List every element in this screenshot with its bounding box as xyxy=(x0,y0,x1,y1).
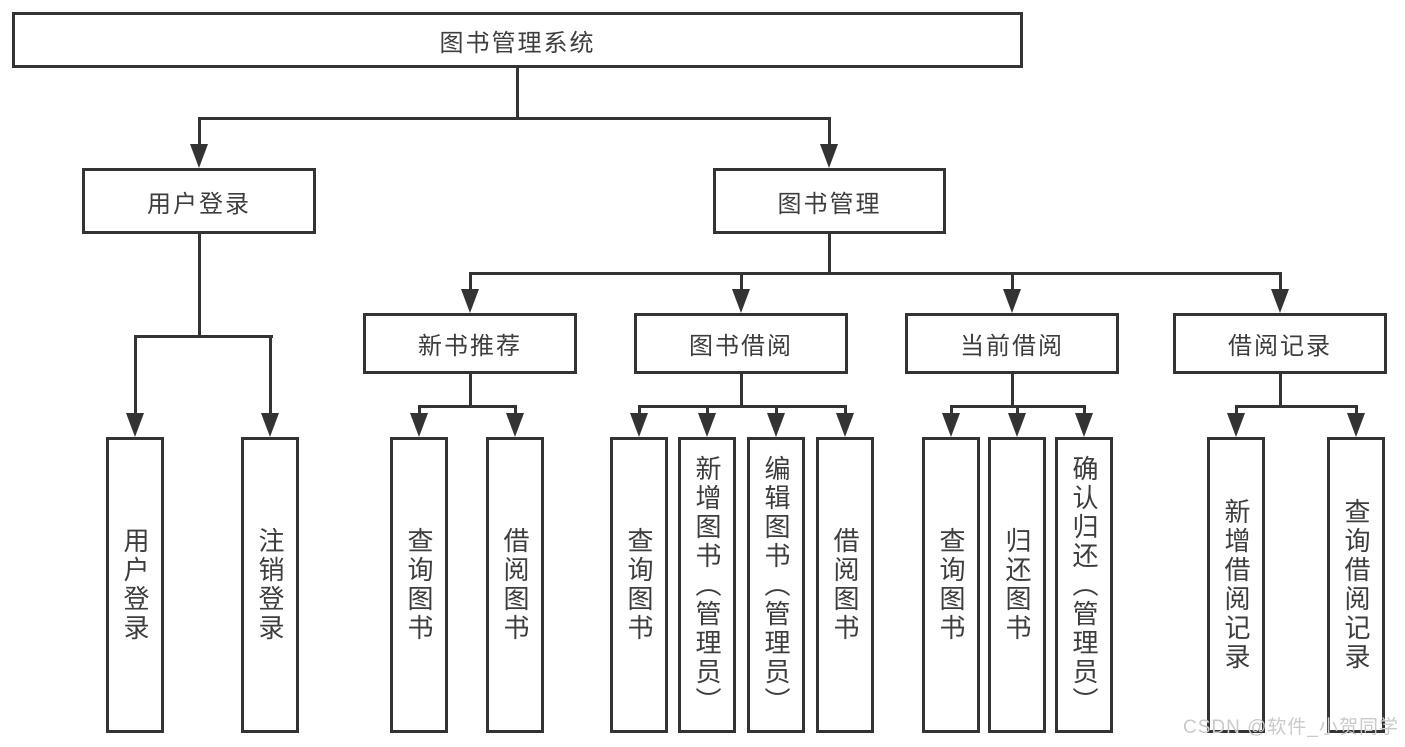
node-book-borrow: 图书借阅 xyxy=(634,313,848,374)
leaf-edit-books-admin: 编辑图书（管理员） xyxy=(747,437,805,733)
connector-stem-current-borrow xyxy=(1011,272,1014,292)
arrow-down-icon xyxy=(732,289,750,313)
connector-stem-leaf xyxy=(950,405,953,417)
arrow-down-icon xyxy=(1075,413,1093,437)
connector-level3-splitter xyxy=(469,272,1282,275)
connector-root-vline xyxy=(516,68,519,117)
connector-stem-borrow-records xyxy=(1279,272,1282,292)
node-borrow-records: 借阅记录 xyxy=(1173,313,1387,374)
connector-stem-leaf xyxy=(844,405,847,417)
arrow-down-icon xyxy=(820,144,838,168)
csdn-watermark: CSDN @软件_小贺同学 xyxy=(1183,717,1399,738)
leaf-query-borrow-record-label: 查询借阅记录 xyxy=(1341,498,1371,672)
node-root: 图书管理系统 xyxy=(12,12,1023,68)
leaf-query-borrow-record: 查询借阅记录 xyxy=(1327,437,1385,733)
connector-new-books-splitter xyxy=(418,405,517,408)
node-book-borrow-label: 图书借阅 xyxy=(689,333,793,360)
connector-stem-leaf xyxy=(418,405,421,417)
connector-book-mgmt-vline xyxy=(828,234,831,272)
leaf-add-borrow-record-label: 新增借阅记录 xyxy=(1221,498,1251,672)
leaf-query-books-current-label: 查询图书 xyxy=(936,527,966,643)
connector-stem-user-login xyxy=(198,117,201,147)
leaf-confirm-return-admin: 确认归还（管理员） xyxy=(1055,437,1113,733)
connector-stem-leaf xyxy=(134,335,137,415)
connector-stem-book-mgmt xyxy=(828,117,831,147)
node-new-book-recommend-label: 新书推荐 xyxy=(418,333,522,360)
connector-book-borrow-vline xyxy=(740,374,743,405)
connector-new-books-vline xyxy=(469,374,472,405)
connector-stem-new-books xyxy=(469,272,472,292)
arrow-down-icon xyxy=(506,413,524,437)
connector-stem-leaf xyxy=(1083,405,1086,417)
arrow-down-icon xyxy=(126,413,144,437)
leaf-edit-books-admin-label: 编辑图书（管理员） xyxy=(761,454,791,716)
arrow-down-icon xyxy=(461,289,479,313)
arrow-down-icon xyxy=(942,413,960,437)
connector-book-borrow-splitter xyxy=(638,405,847,408)
arrow-down-icon xyxy=(410,413,428,437)
connector-borrow-records-vline xyxy=(1279,374,1282,405)
connector-stem-leaf xyxy=(706,405,709,417)
connector-stem-leaf xyxy=(1016,405,1019,417)
leaf-logout: 注销登录 xyxy=(241,437,299,733)
arrow-down-icon xyxy=(630,413,648,437)
leaf-user-login-label: 用户登录 xyxy=(120,527,150,643)
node-new-book-recommend: 新书推荐 xyxy=(363,313,577,374)
node-user-login: 用户登录 xyxy=(82,168,316,234)
leaf-confirm-return-admin-label: 确认归还（管理员） xyxy=(1069,454,1099,716)
arrow-down-icon xyxy=(836,413,854,437)
leaf-user-login: 用户登录 xyxy=(106,437,164,733)
connector-borrow-records-splitter xyxy=(1235,405,1358,408)
node-current-borrow: 当前借阅 xyxy=(905,313,1119,374)
leaf-query-books-current: 查询图书 xyxy=(922,437,980,733)
leaf-add-books-admin-label: 新增图书（管理员） xyxy=(692,454,722,716)
node-borrow-records-label: 借阅记录 xyxy=(1228,333,1332,360)
arrow-down-icon xyxy=(1271,289,1289,313)
leaf-add-borrow-record: 新增借阅记录 xyxy=(1207,437,1265,733)
connector-stem-leaf xyxy=(514,405,517,417)
connector-stem-leaf xyxy=(1355,405,1358,417)
leaf-query-books-recommend: 查询图书 xyxy=(390,437,448,733)
connector-stem-leaf xyxy=(775,405,778,417)
connector-user-login-vline xyxy=(198,234,201,335)
connector-stem-leaf xyxy=(1235,405,1238,417)
arrow-down-icon xyxy=(698,413,716,437)
arrow-down-icon xyxy=(767,413,785,437)
leaf-borrow-books-recommend-label: 借阅图书 xyxy=(500,527,530,643)
leaf-borrow-books: 借阅图书 xyxy=(816,437,874,733)
connector-current-borrow-vline xyxy=(1011,374,1014,405)
node-book-management: 图书管理 xyxy=(713,168,946,234)
node-user-login-label: 用户登录 xyxy=(147,190,251,218)
arrow-down-icon xyxy=(190,144,208,168)
arrow-down-icon xyxy=(1003,289,1021,313)
node-root-label: 图书管理系统 xyxy=(439,29,596,57)
node-book-management-label: 图书管理 xyxy=(777,190,882,218)
connector-stem-book-borrow xyxy=(740,272,743,292)
connector-level2-splitter xyxy=(198,117,831,120)
leaf-borrow-books-label: 借阅图书 xyxy=(830,527,860,643)
arrow-down-icon xyxy=(1227,413,1245,437)
leaf-query-books-borrow: 查询图书 xyxy=(610,437,668,733)
leaf-return-books-label: 归还图书 xyxy=(1002,527,1032,643)
leaf-logout-label: 注销登录 xyxy=(255,527,285,643)
node-current-borrow-label: 当前借阅 xyxy=(960,333,1064,360)
arrow-down-icon xyxy=(1347,413,1365,437)
leaf-query-books-recommend-label: 查询图书 xyxy=(404,527,434,643)
connector-user-login-splitter xyxy=(134,335,273,338)
connector-stem-leaf xyxy=(269,335,272,415)
leaf-add-books-admin: 新增图书（管理员） xyxy=(678,437,736,733)
leaf-return-books: 归还图书 xyxy=(988,437,1046,733)
leaf-borrow-books-recommend: 借阅图书 xyxy=(486,437,544,733)
leaf-query-books-borrow-label: 查询图书 xyxy=(624,527,654,643)
connector-stem-leaf xyxy=(638,405,641,417)
arrow-down-icon xyxy=(261,413,279,437)
arrow-down-icon xyxy=(1008,413,1026,437)
